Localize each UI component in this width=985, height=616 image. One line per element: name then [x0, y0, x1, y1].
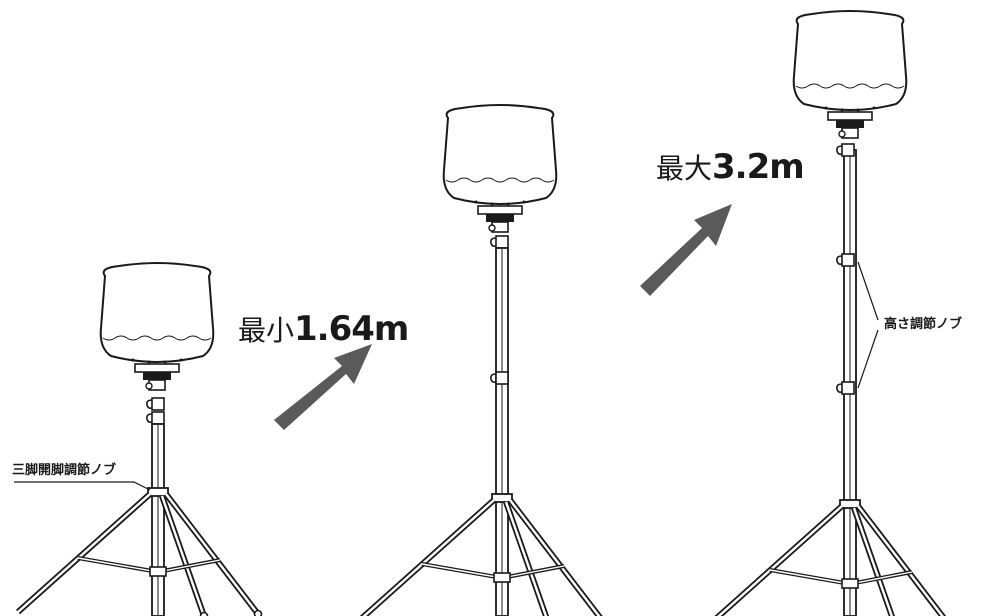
- max-height-value: 3.2m: [712, 147, 805, 187]
- min-height-value: 1.64m: [294, 309, 409, 349]
- stand-maximum: [710, 10, 954, 616]
- height-knob-label: 高さ調節ノブ: [884, 317, 963, 332]
- arrow-up-right-icon: [274, 344, 372, 430]
- max-height-label: 最大3.2m: [656, 147, 805, 187]
- stand-minimum: [14, 262, 262, 616]
- stand-middle: [362, 104, 606, 616]
- min-height-prefix: 最小: [238, 314, 295, 347]
- leg-knob-label: 三脚開脚調節ノブ: [12, 463, 117, 478]
- min-height-label: 最小1.64m: [238, 309, 409, 349]
- max-height-prefix: 最大: [656, 152, 713, 185]
- arrow-up-right-icon: [640, 204, 732, 296]
